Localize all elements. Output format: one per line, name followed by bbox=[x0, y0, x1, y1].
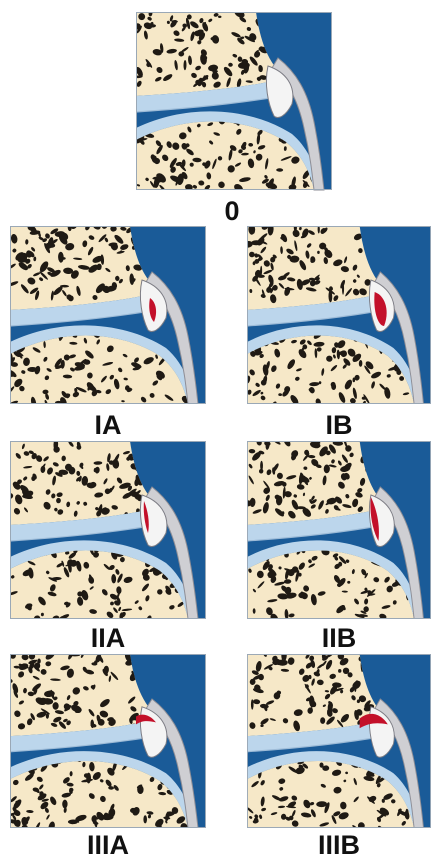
panel-stage-IIIA bbox=[10, 654, 206, 828]
panel-stage-IB bbox=[247, 226, 431, 404]
panel-stage-0 bbox=[136, 12, 332, 192]
label-stage-IIIA: IIIA bbox=[58, 832, 158, 859]
label-stage-IA: IA bbox=[58, 412, 158, 439]
label-stage-IIIB: IIIB bbox=[289, 832, 389, 859]
label-stage-IB: IB bbox=[289, 412, 389, 439]
panel-stage-IIA bbox=[10, 441, 206, 619]
joint-illustration-IIIB bbox=[247, 654, 431, 828]
joint-illustration-IB bbox=[247, 226, 431, 404]
joint-illustration-IA bbox=[10, 226, 206, 404]
label-stage-IIB: IIB bbox=[289, 625, 389, 652]
label-stage-0: 0 bbox=[202, 198, 262, 225]
joint-illustration-IIB bbox=[247, 441, 431, 619]
panel-stage-IIB bbox=[247, 441, 431, 619]
panel-stage-IIIB bbox=[247, 654, 431, 828]
joint-illustration-IIA bbox=[10, 441, 206, 619]
joint-illustration-IIIA bbox=[10, 654, 206, 828]
panel-stage-IA bbox=[10, 226, 206, 404]
label-stage-IIA: IIA bbox=[58, 625, 158, 652]
joint-illustration-0 bbox=[136, 12, 332, 192]
